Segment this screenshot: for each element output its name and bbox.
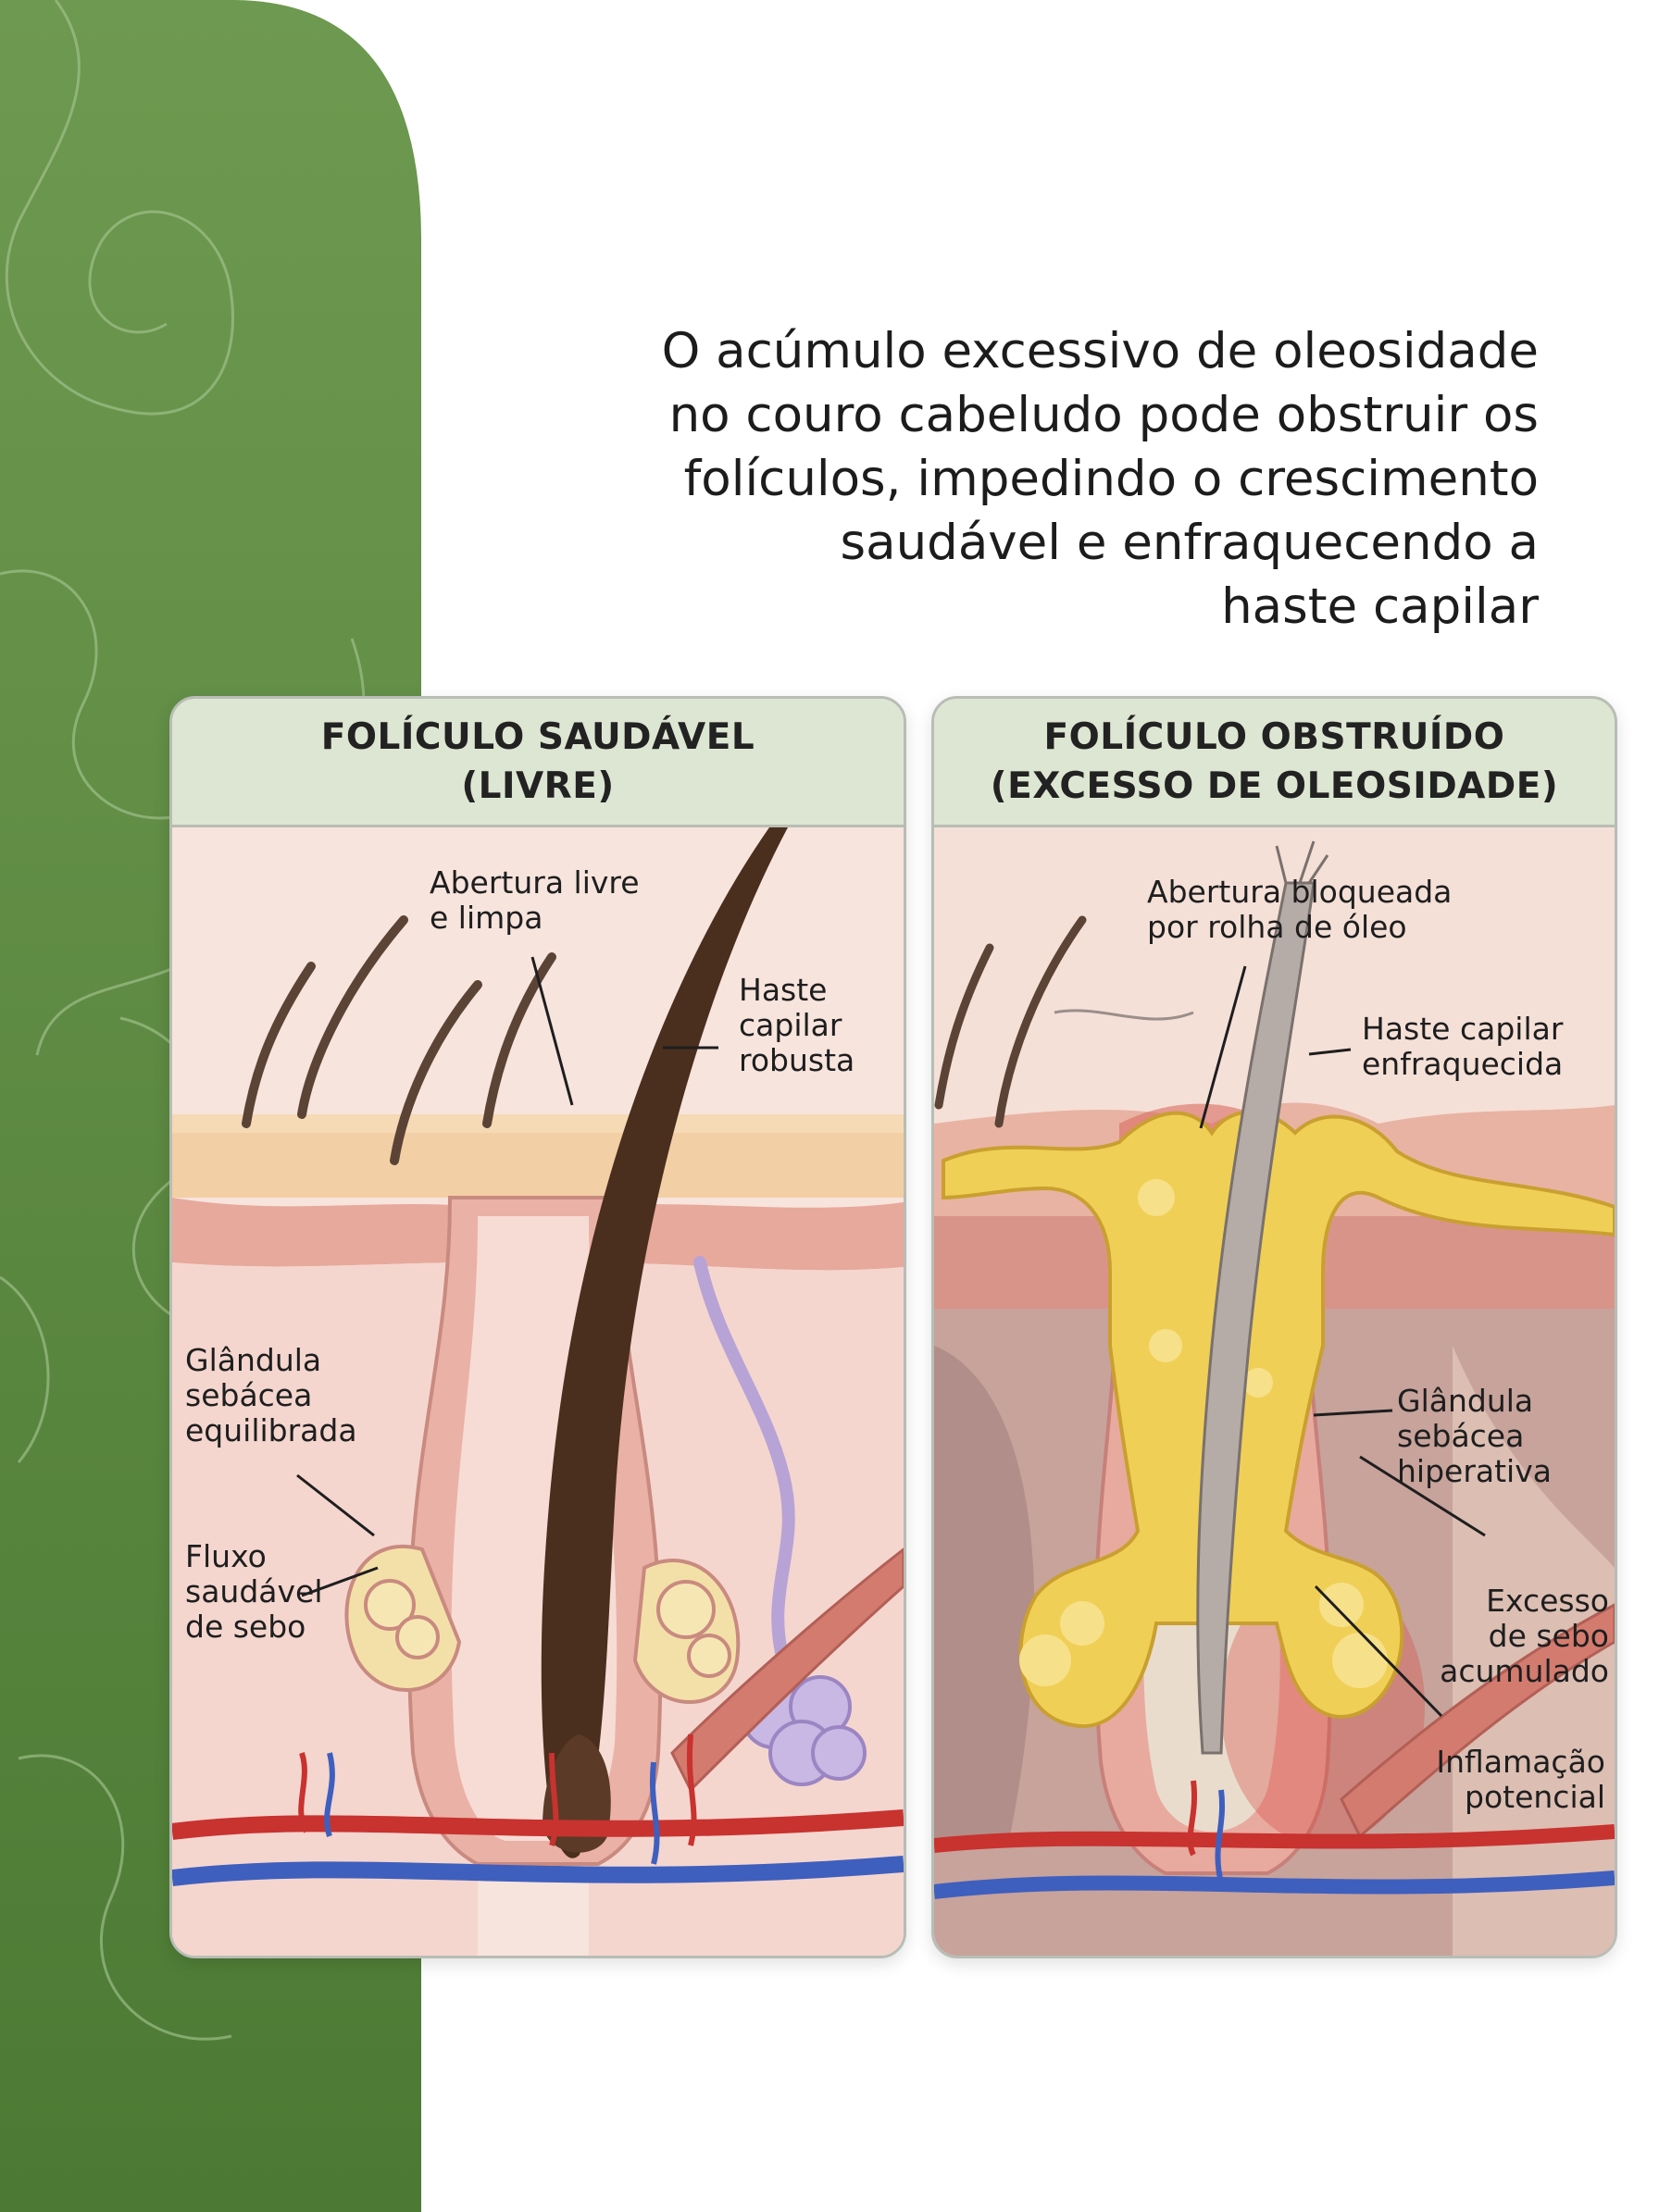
headline-line-1: O acúmulo excessivo de oleosidade: [661, 323, 1539, 379]
clogged-follicle-panel: FOLÍCULO OBSTRUÍDO (EXCESSO DE OLEOSIDAD…: [931, 696, 1617, 1958]
healthy-follicle-illustration: [172, 827, 904, 1956]
clogged-panel-header: FOLÍCULO OBSTRUÍDO (EXCESSO DE OLEOSIDAD…: [934, 699, 1615, 827]
healthy-title-line-2: (LIVRE): [461, 765, 615, 807]
healthy-flow-label: Fluxo saudável de sebo: [185, 1538, 323, 1645]
clogged-gland-label: Glândula sebácea hiperativa: [1397, 1383, 1552, 1489]
healthy-opening-label: Abertura livre e limpa: [430, 864, 640, 936]
clogged-follicle-illustration: [934, 827, 1615, 1956]
clogged-title-line-2: (EXCESSO DE OLEOSIDADE): [990, 765, 1559, 807]
healthy-follicle-panel: FOLÍCULO SAUDÁVEL (LIVRE): [169, 696, 906, 1958]
clogged-shaft-label: Haste capilar enfraquecida: [1362, 1011, 1564, 1082]
headline: O acúmulo excessivo de oleosidade no cou…: [474, 319, 1539, 639]
clogged-title-line-1: FOLÍCULO OBSTRUÍDO: [1043, 716, 1505, 758]
clogged-inflammation-label: Inflamação potencial: [1436, 1744, 1605, 1815]
headline-line-4: saudável e enfraquecendo a: [840, 515, 1540, 571]
healthy-panel-header: FOLÍCULO SAUDÁVEL (LIVRE): [172, 699, 904, 827]
healthy-shaft-label: Haste capilar robusta: [739, 972, 855, 1078]
healthy-gland-label: Glândula sebácea equilibrada: [185, 1342, 357, 1448]
headline-line-3: folículos, impedindo o crescimento: [683, 451, 1539, 507]
headline-line-2: no couro cabeludo pode obstruir os: [668, 387, 1539, 443]
headline-line-5: haste capilar: [1221, 578, 1539, 635]
healthy-title-line-1: FOLÍCULO SAUDÁVEL: [320, 716, 755, 758]
clogged-excess-label: Excesso de sebo acumulado: [1440, 1583, 1609, 1689]
clogged-opening-label: Abertura bloqueada por rolha de óleo: [1147, 874, 1453, 945]
